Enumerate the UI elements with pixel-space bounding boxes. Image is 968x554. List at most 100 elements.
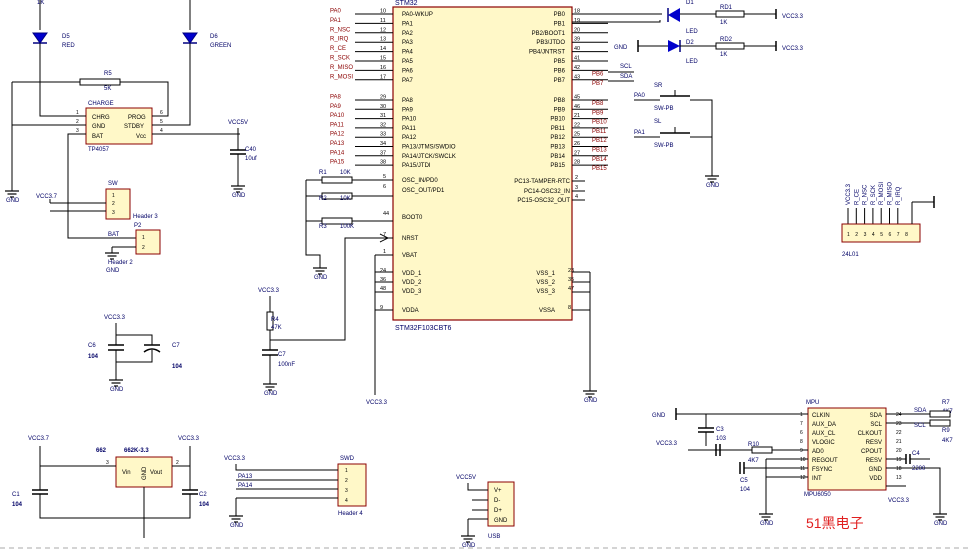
mcu-pin-number: 46 [574,104,580,110]
labels-gnd: GND [232,193,246,199]
labels-r2: R2 [319,196,327,202]
mcu-pin-name: VSS_2 [536,280,555,286]
labels-prog: PROG [128,115,146,121]
labels-c6: C6 [88,343,96,349]
mcu-pin-number: 35 [568,277,574,283]
labels-pa14: PA14 [238,483,253,489]
d5-led [32,32,48,44]
mcu-pin-name: OSC_OUT/PD1 [402,188,445,194]
charge-label: CHARGE [88,101,114,107]
labels-vcc33: VCC3.3 [104,315,126,321]
mpu-pin-name: FSYNC [812,467,833,473]
decoupling-c6-c7: VCC3.3 C6 104 C7 104 GND [88,315,183,393]
mcu-pin-number: 34 [380,141,386,147]
labels-rd2: RD2 [720,37,733,43]
stm32-mcu: STM32 STM32F103CBT6 10PA0-WKUPPA011PA1PA… [330,0,634,332]
labels-vcc5v: VCC5V [456,475,476,481]
labels-vcc37: VCC3.7 [28,436,50,442]
mpu-pin-number: 11 [800,466,805,472]
mcu-left-pins: 10PA0-WKUPPA011PA1PA112PA2R_NSC13PA3R_IR… [330,9,456,170]
labels-gnd: GND [314,275,328,281]
mcu-pin-name: PB14 [550,154,565,160]
labels-vcc37: VCC3.7 [36,194,58,200]
mcu-pin-number: 48 [380,286,386,292]
mpu-pin-number: 18 [896,466,902,472]
mcu-pin-name: VDD_1 [402,271,422,277]
mcu-pin-number: 26 [574,141,580,147]
labels-c7: C7 [278,352,286,358]
mcu-pin-number: 23 [568,268,574,274]
svg-text:3: 3 [76,128,79,134]
mcu-pin-number: 29 [380,95,386,101]
mcu-pin-name: PB15 [550,163,565,169]
labels-scl: SCL [914,423,926,429]
mcu-body [392,6,573,321]
mpu-pin-number: 13 [896,475,902,481]
c40-value: 10uf [245,156,257,162]
mcu-pin-number: 42 [574,65,580,71]
nrf-net-label: R_IRQ [896,186,902,205]
mcu-pin-name: PC14-OSC32_IN [524,189,570,195]
mpu-pin-name: REGOUT [812,458,838,464]
labels-c3: C3 [716,427,724,433]
mcu-net-label: PB12 [592,138,607,144]
mcu-net-label: R_CE [330,46,346,52]
mcu-pin-name: PA9 [402,107,414,113]
labels-ldo-top: 662 [96,448,107,454]
labels-sw: SW [108,181,118,187]
mcu-pin-name: PB12 [550,135,565,141]
nrf-pin-number: 8 [905,232,908,238]
d6-ref: D6 [210,34,218,40]
svg-text:4: 4 [345,498,348,504]
mcu-pin-name: PA2 [402,31,414,37]
mcu-pin-number: 14 [380,46,386,52]
mcu-pin-name: VSSA [539,308,555,314]
svg-text:4: 4 [160,128,163,134]
bat-header [135,229,161,255]
labels-header4: Header 4 [338,511,363,517]
nrf-net-label: R_MOSI [879,182,885,205]
labels-c7-val: 100nF [278,362,295,368]
labels-led: LED [686,29,698,35]
mcu-pin-number: 13 [380,37,386,43]
mcu-pin-number: 32 [380,122,386,128]
mpu-pin-name: INT [812,476,822,482]
labels-stdby: STDBY [124,124,144,130]
labels-c2: C2 [199,492,207,498]
nrf-net-label: VCC3.3 [846,183,852,205]
mcu-pin-name: VSS_3 [536,289,555,295]
labels-sda: SDA [914,408,926,414]
mcu-pin-number: 45 [574,95,580,101]
labels-ldo-part: 662K-3.3 [124,448,149,454]
mcu-net-label: PB15 [592,166,607,172]
mcu-pin-name: PA11 [402,126,416,132]
mpu-pin-number: 20 [896,448,902,454]
mcu-pin-name: PA0-WKUP [402,12,433,18]
mcu-pin-number: 3 [575,185,578,191]
mpu-pin-name: CLKOUT [858,431,883,437]
mcu-pin-number: 15 [380,56,386,62]
mpu-pin-name: SCL [870,422,882,428]
mpu-pin-number: 9 [800,448,803,454]
d6-led [182,32,198,44]
nrf-net-label: R_MISO [888,182,894,205]
mcu-pin-number: 20 [574,27,580,33]
mcu-net-label: R_MISO [330,65,353,71]
mcu-pin-name: VDD_2 [402,280,422,286]
labels-vout: Vout [150,470,162,476]
mcu-net-label: PA1 [330,18,342,24]
labels-rd1: RD1 [720,5,733,11]
mpu-pin-number: 1 [800,412,803,418]
labels-rd2-val: 1K [720,52,727,58]
labels-vcc33: VCC3.3 [782,46,804,52]
labels-bat-conn: BAT [108,232,120,238]
mcu-pin-name: OSC_IN/PD0 [402,178,438,184]
mcu-pin-number: 22 [574,122,580,128]
mcu-pin-name: PB4/JNTRST [529,50,565,56]
labels-gnd: GND [110,387,124,393]
mcu-net-label: PB11 [592,129,607,135]
labels-usb: USB [488,534,500,540]
labels-vcc33: VCC3.3 [178,436,200,442]
c40-ref: C40 [245,147,257,153]
mcu-net-label: PB9 [592,110,604,116]
